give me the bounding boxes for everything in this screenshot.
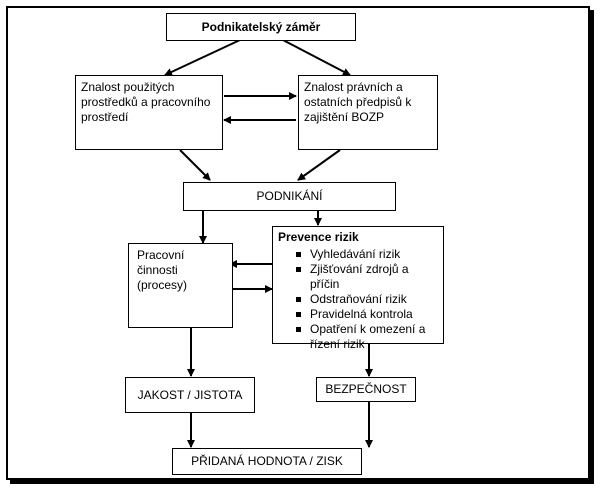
node-pridana-hodnota: PŘIDANÁ HODNOTA / ZISK [172,448,362,475]
node-pridana-hodnota-label: PŘIDANÁ HODNOTA / ZISK [191,454,343,468]
arrow-zamer-to-prostredky [164,39,241,76]
node-bezpecnost-label: BEZPEČNOST [325,382,407,396]
node-znalost-predpisu: Znalost právních a ostatních předpisů k … [298,75,438,150]
frame-shadow-bottom [10,480,594,484]
arrow-predpisy-to-podnikani [297,149,341,181]
node-podnikani-label: PODNIKÁNÍ [256,189,323,203]
frame-shadow-right [590,10,594,484]
node-znalost-prostredku: Znalost použitých prostředků a pracovníh… [75,75,223,150]
node-podnikani: PODNIKÁNÍ [183,182,396,211]
prevence-item: Pravidelná kontrola [296,307,438,322]
diagram-frame [6,6,590,480]
prevence-item: Vyhledávání rizik [296,247,438,262]
node-znalost-predpisu-label: Znalost právních a ostatních předpisů k … [304,80,412,124]
prevence-item: Zjišťování zdrojů a příčin [296,262,438,292]
node-pracovni-cinnosti: Pracovní činnosti (procesy) [128,243,233,328]
node-podnikatelsky-zamer-label: Podnikatelský záměr [201,19,321,34]
node-podnikatelsky-zamer: Podnikatelský záměr [166,13,356,41]
node-prevence-rizik: Prevence rizik Vyhledávání rizik Zjišťov… [272,226,444,351]
arrow-zamer-to-predpisy [282,39,351,76]
arrow-prostredky-to-podnikani [179,149,211,181]
node-bezpecnost: BEZPEČNOST [316,377,416,402]
node-jakost-jistota: JAKOST / JISTOTA [125,377,255,413]
prevence-item: Odstraňování rizik [296,292,438,307]
node-znalost-prostredku-label: Znalost použitých prostředků a pracovníh… [81,80,211,124]
prevence-rizik-list: Vyhledávání rizik Zjišťování zdrojů a př… [278,247,438,352]
prevence-item: Opatření k omezení a řízení rizik [296,322,438,352]
node-jakost-jistota-label: JAKOST / JISTOTA [137,387,243,402]
node-pracovni-cinnosti-label: Pracovní činnosti (procesy) [137,248,188,292]
node-prevence-rizik-title: Prevence rizik [278,230,359,244]
